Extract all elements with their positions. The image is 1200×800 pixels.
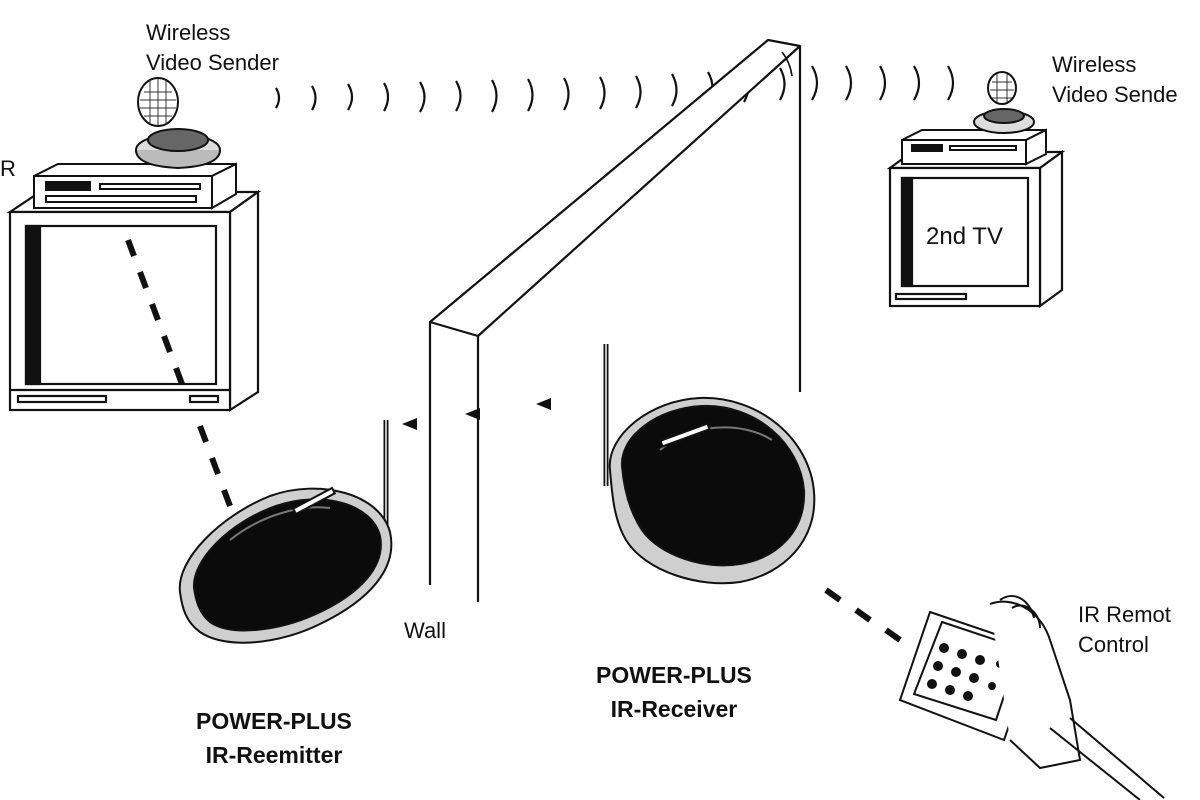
label-line: POWER-PLUS [596, 662, 752, 688]
label-line: IR Remot [1078, 602, 1171, 627]
main-tv [6, 189, 262, 413]
label-line: Wireless [146, 20, 231, 45]
receiver-label: POWER-PLUS IR-Receiver [596, 658, 752, 726]
reemitter-label: POWER-PLUS IR-Reemitter [196, 704, 352, 772]
label-line: Video Sender [146, 50, 279, 75]
ir-reemitter-device [178, 420, 393, 644]
label-line: R [0, 156, 16, 181]
wireless-video-sender-right-label: Wireless Video Sende [1052, 50, 1178, 110]
label-line: Control [1078, 632, 1149, 657]
ir-receiver-device [603, 344, 816, 585]
vcr-left [33, 162, 237, 210]
vcr-left-label: R [0, 154, 16, 184]
label-line: Wall [404, 618, 446, 643]
ir-beam-remote-to-receiver [824, 587, 902, 643]
ir-signal-arrows [402, 398, 551, 430]
wireless-sender-left [135, 77, 221, 170]
label-line: Video Sende [1052, 82, 1178, 107]
wireless-video-sender-left-label: Wireless Video Sender [146, 18, 279, 78]
wall [428, 38, 802, 602]
vcr-right [901, 128, 1047, 166]
second-tv-label: 2nd TV [926, 222, 1003, 252]
label-line: 2nd TV [926, 223, 1003, 250]
ir-beam-tv-to-reemitter [125, 238, 233, 508]
ir-remote-control-label: IR Remot Control [1078, 600, 1171, 660]
wireless-sender-right [973, 71, 1035, 134]
label-line: IR-Receiver [610, 696, 738, 722]
label-line: Wireless [1052, 52, 1137, 77]
wireless-signal-arcs [275, 65, 955, 113]
label-line: IR-Reemitter [205, 742, 343, 768]
wall-label: Wall [404, 616, 446, 646]
ir-remote-control [898, 595, 1165, 800]
label-line: POWER-PLUS [196, 708, 352, 734]
